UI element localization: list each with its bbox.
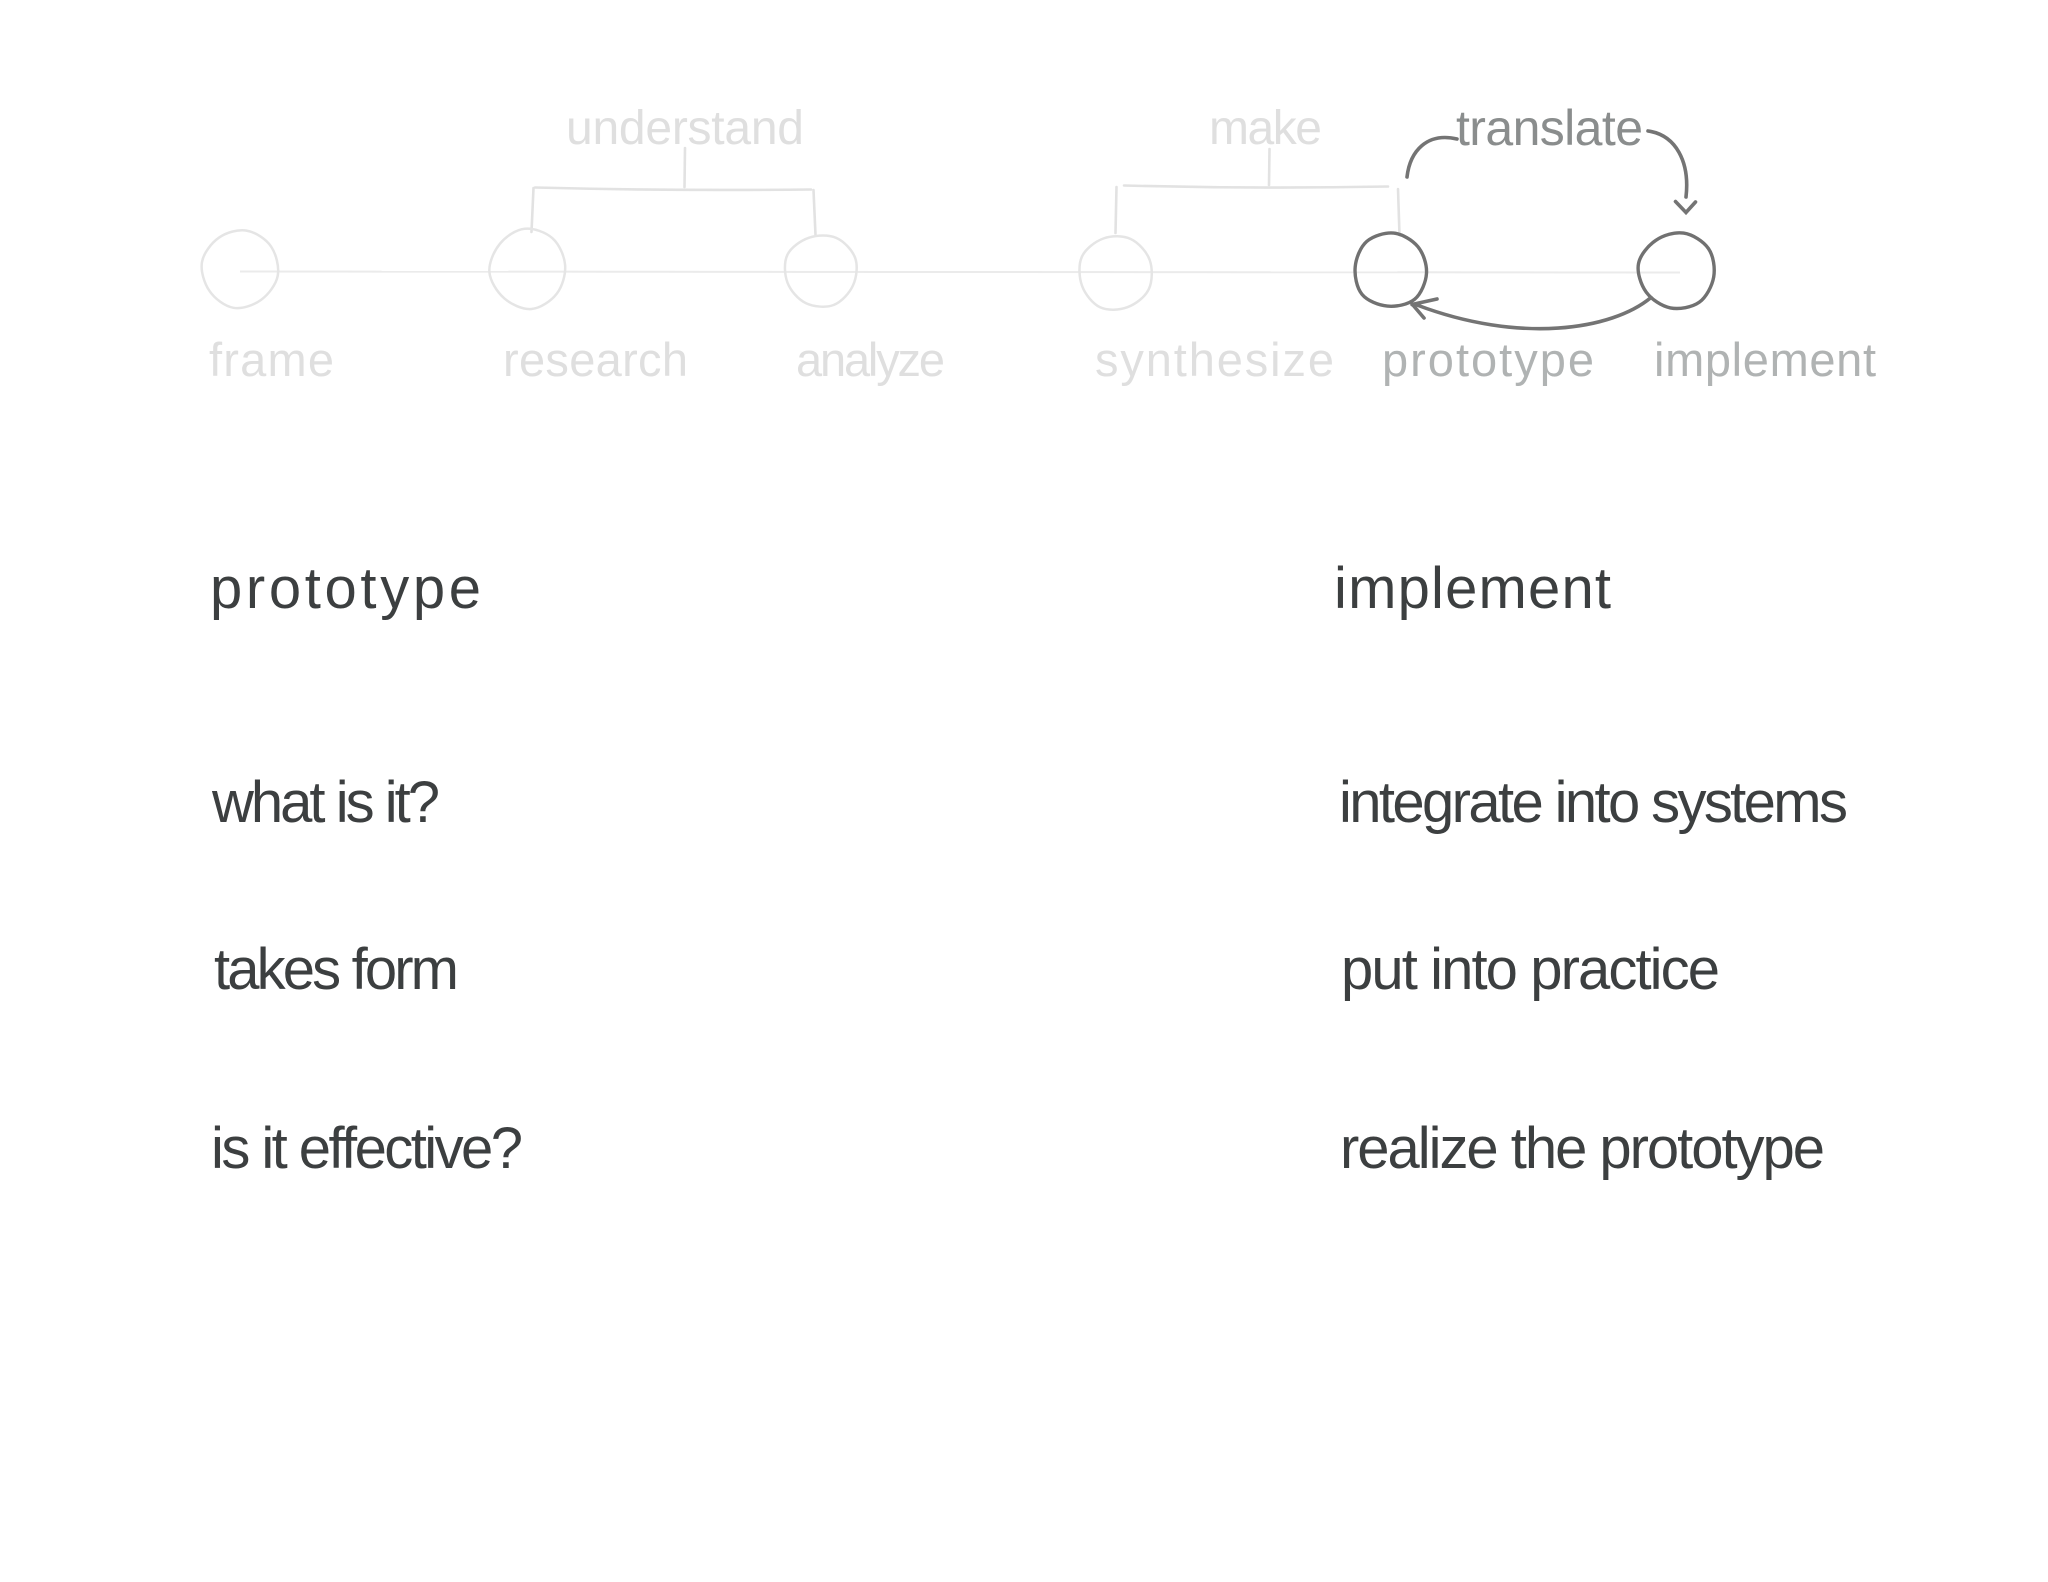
svg-text:translate: translate <box>1456 100 1643 156</box>
svg-text:analyze: analyze <box>796 333 945 386</box>
svg-text:synthesize: synthesize <box>1095 333 1334 386</box>
svg-text:what is it?: what is it? <box>211 770 440 835</box>
svg-text:research: research <box>503 333 688 386</box>
svg-text:integrate into systems: integrate into systems <box>1339 770 1848 835</box>
svg-text:make: make <box>1209 102 1322 155</box>
svg-text:implement: implement <box>1334 556 1611 621</box>
svg-text:is it effective?: is it effective? <box>211 1116 523 1181</box>
svg-text:understand: understand <box>566 102 804 155</box>
svg-text:implement: implement <box>1654 333 1876 386</box>
svg-text:frame: frame <box>209 333 334 386</box>
svg-text:prototype: prototype <box>210 556 481 621</box>
svg-text:prototype: prototype <box>1382 333 1594 386</box>
svg-text:put into practice: put into practice <box>1341 937 1720 1002</box>
svg-text:realize the prototype: realize the prototype <box>1340 1116 1825 1181</box>
svg-text:takes form: takes form <box>214 937 459 1002</box>
